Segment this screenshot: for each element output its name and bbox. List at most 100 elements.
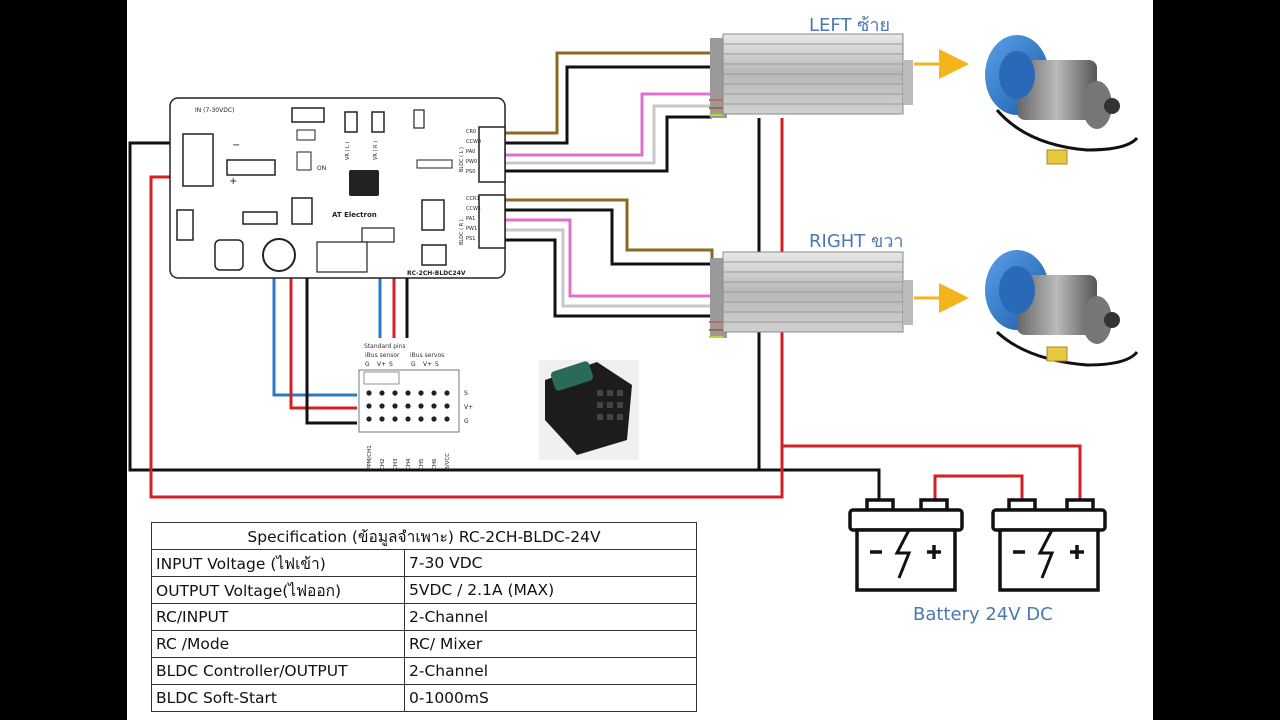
receiver-sensor-col: S	[389, 361, 393, 368]
pcb-right-pin: PS1	[466, 236, 475, 242]
receiver-pin	[366, 416, 372, 422]
pcb-chip	[349, 170, 379, 196]
spec-value: RC/ Mixer	[404, 630, 697, 658]
spec-value: 0-1000mS	[404, 684, 697, 712]
left-label: LEFT ซ้าย	[809, 15, 891, 36]
receiver-servo-col: G	[411, 361, 416, 368]
receiver-pin	[431, 403, 437, 409]
wire-right-pink	[505, 218, 712, 298]
receiver-pin	[405, 416, 411, 422]
battery-2	[991, 498, 1107, 592]
wire-power-red	[149, 118, 784, 499]
receiver-pin	[418, 416, 424, 422]
receiver-servo-col: V+	[423, 361, 432, 368]
pcb-left-pin: CR0	[466, 129, 476, 135]
spec-value: 7-30 VDC	[404, 549, 697, 577]
receiver-row-label: V+	[464, 404, 473, 411]
pcb-left-pin: PW0	[466, 159, 477, 165]
wire-battery-link	[933, 474, 1024, 500]
pcb-right-pin: PW1	[466, 226, 477, 232]
receiver-pin	[379, 403, 385, 409]
pcb-left-pin: PA0	[466, 149, 475, 155]
wire-right-brown	[505, 198, 714, 258]
receiver-servo-col: S	[435, 361, 439, 368]
receiver-pin	[418, 390, 424, 396]
wire-battery-neg	[759, 468, 881, 500]
receiver-channel-label: CH5	[419, 458, 425, 470]
receiver-pin	[444, 416, 450, 422]
receiver-row-label: G	[464, 418, 469, 425]
spec-name: INPUT Voltage (ไฟเข้า)	[151, 549, 405, 577]
spec-value: 2-Channel	[404, 657, 697, 685]
svg-text:−: −	[232, 140, 240, 151]
receiver-row-label: S	[464, 390, 468, 397]
receiver-pin	[405, 390, 411, 396]
receiver-pin	[444, 390, 450, 396]
receiver-channel-label: B/VCC	[445, 453, 451, 470]
receiver-sensor-col: G	[365, 361, 370, 368]
wire-left-black-2	[505, 115, 712, 173]
pcb-vr-left: VR ( L )	[345, 142, 351, 160]
receiver-pin	[379, 390, 385, 396]
receiver-channel-label: CH4	[406, 458, 412, 470]
spec-value: 5VDC / 2.1A (MAX)	[404, 576, 697, 604]
motor-left	[985, 35, 1139, 165]
spec-table: Specification (ข้อมูลจำเพาะ) RC-2CH-BLDC…	[151, 522, 697, 712]
spec-name: BLDC Soft-Start	[151, 684, 405, 712]
receiver-ibus-servos: iBus servos	[410, 352, 444, 359]
receiver-channel-label: CH6	[432, 458, 438, 470]
pcb-left-pin: CCW0	[466, 139, 481, 145]
spec-name: OUTPUT Voltage(ไฟออก)	[151, 576, 405, 604]
pcb-rc-header	[316, 241, 368, 273]
receiver-pin	[379, 416, 385, 422]
receiver-photo	[539, 360, 639, 460]
diagram-canvas: IN (7-30VDC) − + ON VR ( L ) VR ( R ) AT…	[127, 0, 1153, 720]
pcb-left-pin: PS0	[466, 169, 475, 175]
pcb-right-pin: PA1	[466, 216, 475, 222]
receiver-standard-pins: Standard pins	[364, 343, 406, 350]
wire-right-black-2	[505, 238, 712, 318]
receiver-pin	[405, 403, 411, 409]
pcb-on-label: ON	[317, 165, 326, 172]
wire-left-pink	[505, 92, 712, 157]
wire-right-gray	[505, 228, 712, 308]
pcb-board: IN (7-30VDC) − + ON VR ( L ) VR ( R ) AT…	[169, 97, 506, 279]
receiver-row-labels: S V+ G	[464, 390, 473, 425]
pcb-bldc-left: BLDC ( L )	[459, 147, 465, 172]
receiver-channel-label: CH2	[380, 459, 386, 470]
svg-text:+: +	[229, 176, 237, 187]
receiver-pin	[444, 403, 450, 409]
wire-battery-pos	[782, 444, 1082, 500]
wiring-diagram: IN (7-30VDC) − + ON VR ( L ) VR ( R ) AT…	[128, 33, 1139, 592]
pcb-brand: AT Electron	[332, 211, 377, 219]
pcb-power-terminal	[182, 133, 214, 187]
pcb-connector-right	[478, 194, 506, 249]
wire-left-gray	[505, 104, 712, 165]
spec-name: RC/INPUT	[151, 603, 405, 631]
battery-1	[848, 498, 964, 592]
receiver-pin	[392, 390, 398, 396]
receiver-pin	[418, 403, 424, 409]
pcb-bldc-right: BLDC ( R )	[459, 219, 465, 245]
spec-title: Specification (ข้อมูลจำเพาะ) RC-2CH-BLDC…	[151, 522, 697, 550]
pcb-right-pin: CCR1	[466, 196, 480, 202]
receiver-pin	[431, 390, 437, 396]
controller-right	[709, 251, 913, 338]
pcb-model: RC-2CH-BLDC24V	[407, 270, 466, 277]
pcb-right-pin: CCW1	[466, 206, 481, 212]
receiver-channel-label: PPM/CH1	[367, 445, 373, 470]
receiver-pin	[392, 403, 398, 409]
wire-left-black	[505, 65, 712, 145]
spec-name: RC /Mode	[151, 630, 405, 658]
receiver-ibus-sensor: iBus sensor	[365, 352, 400, 359]
spec-row: INPUT Voltage (ไฟเข้า)7-30 VDC	[151, 549, 697, 577]
